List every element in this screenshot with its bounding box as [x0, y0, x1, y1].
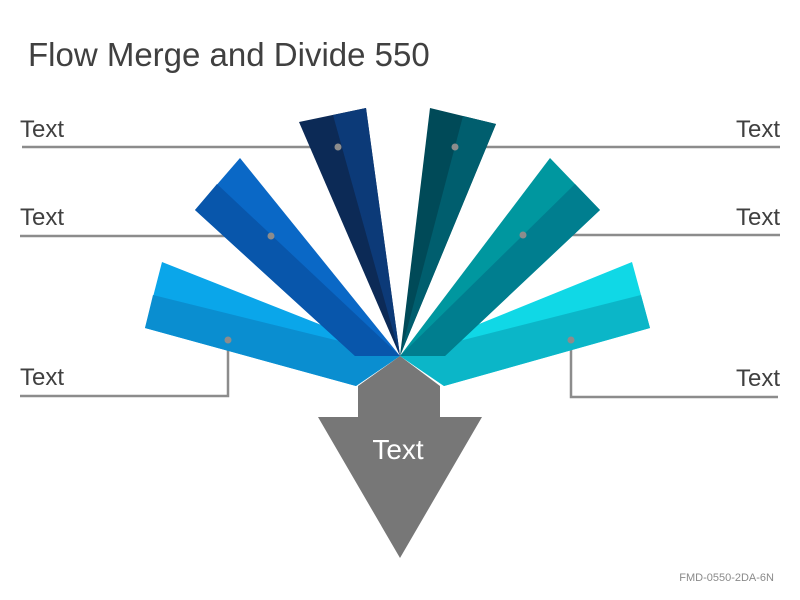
label-right-top: Text [735, 116, 780, 143]
label-left-bottom: Text [20, 364, 65, 391]
label-right-middle: Text [735, 204, 780, 231]
connector-left-bottom [20, 340, 230, 398]
connector-dot-left-top [334, 143, 342, 151]
ray-left-middle [195, 158, 400, 356]
slide-title: Flow Merge and Divide 550 [28, 36, 430, 73]
connector-dot-right-middle [519, 231, 527, 239]
ray-right-middle [400, 158, 600, 356]
connector-right-bottom [569, 340, 778, 399]
merge-arrow [318, 356, 482, 558]
connector-dot-left-middle [267, 232, 275, 240]
ray-right-top [400, 108, 496, 356]
connector-dot-right-bottom [567, 336, 575, 344]
ray-left-bottom [145, 262, 400, 386]
label-left-top: Text [20, 116, 65, 143]
footer-code: FMD-0550-2DA-6N [679, 572, 774, 584]
connector-dot-left-bottom [224, 336, 232, 344]
ray-right-bottom [400, 262, 650, 386]
connector-dot-right-top [451, 143, 459, 151]
label-left-middle: Text [20, 204, 65, 231]
label-right-bottom: Text [735, 365, 780, 392]
arrow-label: Text [372, 434, 424, 465]
ray-left-top [299, 108, 400, 356]
